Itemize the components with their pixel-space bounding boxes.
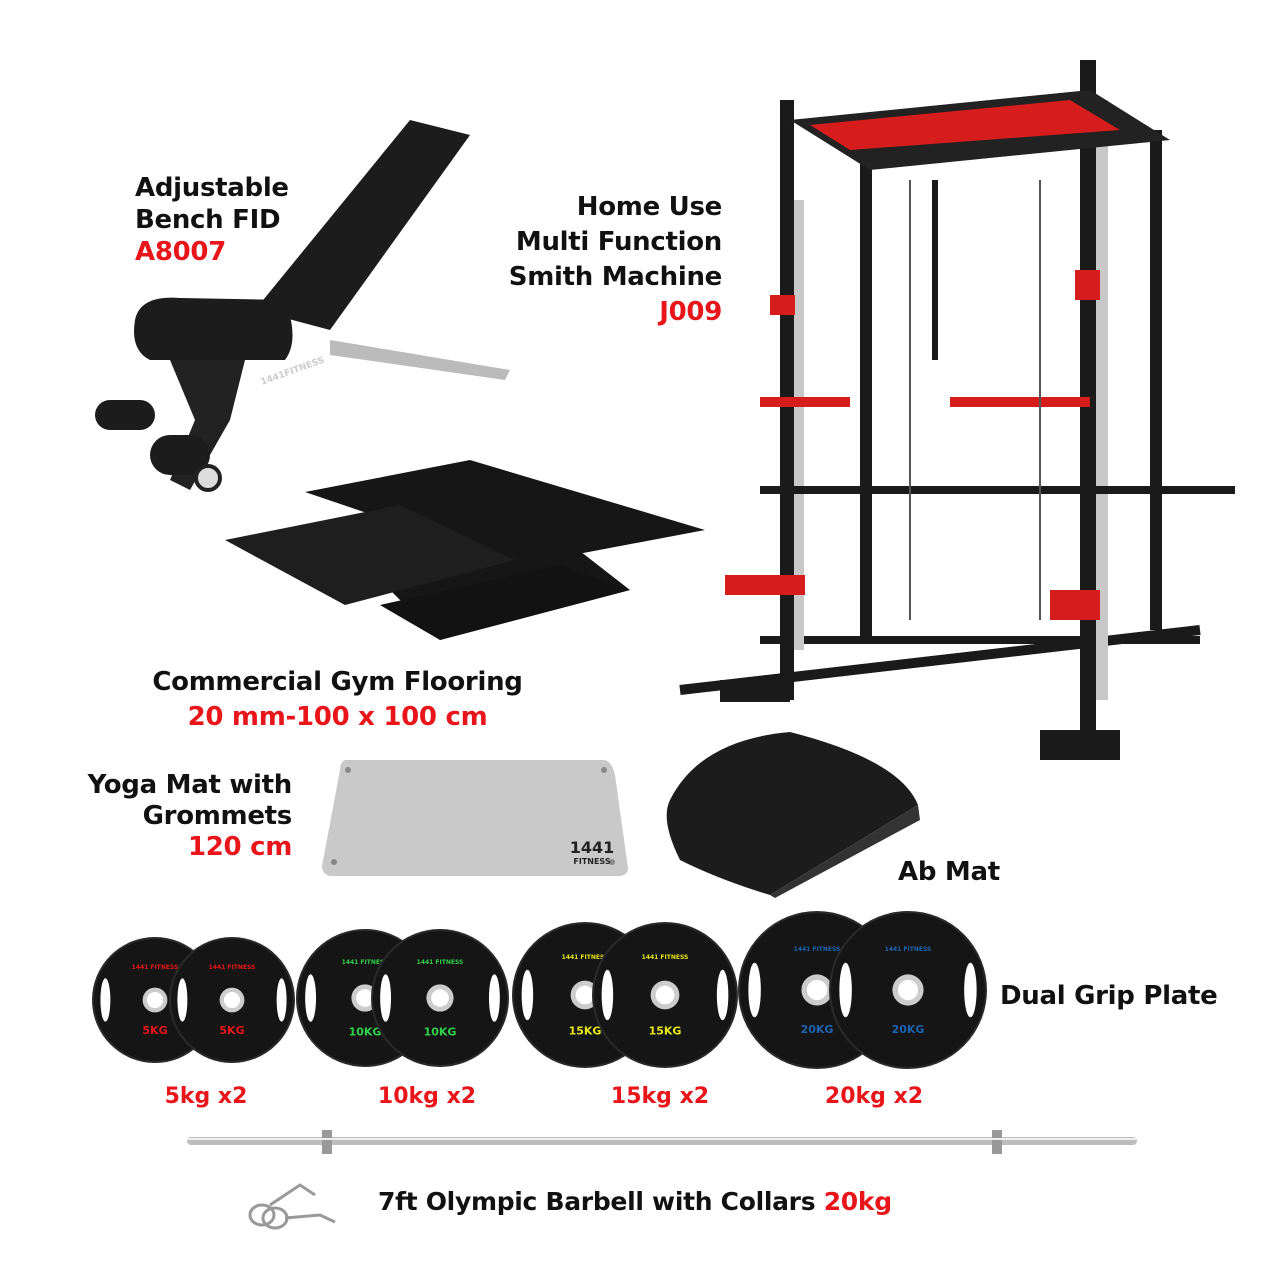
smith-label: Home Use Multi Function Smith Machine J0… bbox=[508, 190, 723, 330]
smith-line2: Multi Function bbox=[515, 227, 722, 257]
plates-title: Dual Grip Plate bbox=[1000, 981, 1218, 1011]
plate-brand: 1441 FITNESS bbox=[417, 959, 464, 966]
smith-line3: Smith Machine bbox=[508, 262, 723, 292]
plate-qty-10: 10kg x2 bbox=[377, 1084, 477, 1109]
smith-machine-image bbox=[679, 60, 1235, 760]
yoga-line1: Yoga Mat with bbox=[87, 770, 293, 800]
yoga-line2: Grommets bbox=[142, 801, 293, 831]
gym-flooring-image bbox=[225, 460, 705, 640]
plate-qty-20: 20kg x2 bbox=[824, 1084, 924, 1109]
plate-weight: 15KG bbox=[569, 1025, 602, 1038]
plate-weight: 20KG bbox=[801, 1023, 834, 1036]
plate-brand: 1441 FITNESS bbox=[132, 964, 179, 971]
plate-brand: 1441 FITNESS bbox=[885, 946, 932, 953]
bench-label: Adjustable Bench FID A8007 bbox=[135, 172, 289, 268]
plate-weight: 10KG bbox=[349, 1025, 382, 1038]
weight-plate: 1441 FITNESS 20KG bbox=[829, 911, 987, 1069]
yoga-label: Yoga Mat with Grommets 120 cm bbox=[87, 770, 293, 863]
yoga-mat-logo-top: 1441 bbox=[570, 838, 615, 857]
collars-image bbox=[248, 1183, 336, 1230]
weight-plate: 1441 FITNESS 10KG bbox=[371, 929, 509, 1067]
bench-code: A8007 bbox=[135, 237, 226, 267]
plate-brand: 1441 FITNESS bbox=[209, 964, 256, 971]
plate-weight: 5KG bbox=[142, 1024, 167, 1037]
plate-brand: 1441 FITNESS bbox=[342, 959, 389, 966]
plate-weight: 20KG bbox=[892, 1023, 925, 1036]
plate-brand: 1441 FITNESS bbox=[794, 946, 841, 953]
yoga-mat-logo-bottom: FITNESS bbox=[573, 857, 610, 866]
bench-title-line1: Adjustable bbox=[135, 173, 289, 203]
plate-weight: 5KG bbox=[219, 1024, 244, 1037]
weight-plate: 1441 FITNESS 5KG bbox=[169, 937, 295, 1063]
plate-qty-5: 5kg x2 bbox=[164, 1084, 248, 1109]
adjustable-bench-image: 1441FITNESS bbox=[95, 120, 510, 492]
flooring-title: Commercial Gym Flooring bbox=[152, 667, 523, 697]
smith-line1: Home Use bbox=[576, 192, 723, 222]
flooring-label: Commercial Gym Flooring 20 mm-100 x 100 … bbox=[120, 665, 555, 735]
plate-weight: 15KG bbox=[649, 1025, 682, 1038]
yoga-size: 120 cm bbox=[187, 832, 292, 862]
barbell-label: 7ft Olympic Barbell with Collars 20kg bbox=[378, 1186, 892, 1218]
barbell-image bbox=[187, 1130, 1137, 1154]
bench-title-line2: Bench FID bbox=[135, 205, 281, 235]
ab-mat-label: Ab Mat bbox=[898, 857, 1000, 887]
plate-brand: 1441 FITNESS bbox=[642, 954, 689, 961]
bench-logo: 1441FITNESS bbox=[260, 356, 326, 388]
barbell-title: 7ft Olympic Barbell with Collars bbox=[378, 1187, 816, 1216]
smith-code: J009 bbox=[659, 297, 722, 327]
plate-brand: 1441 FITNESS bbox=[562, 954, 609, 961]
flooring-spec: 20 mm-100 x 100 cm bbox=[187, 702, 488, 732]
plate-weight: 10KG bbox=[424, 1025, 457, 1038]
yoga-mat-image: 1441 FITNESS bbox=[322, 760, 628, 876]
plate-qty-15: 15kg x2 bbox=[610, 1084, 710, 1109]
weight-plate: 1441 FITNESS 15KG bbox=[592, 922, 738, 1068]
barbell-weight: 20kg bbox=[823, 1187, 892, 1216]
ab-mat-image bbox=[666, 732, 920, 898]
